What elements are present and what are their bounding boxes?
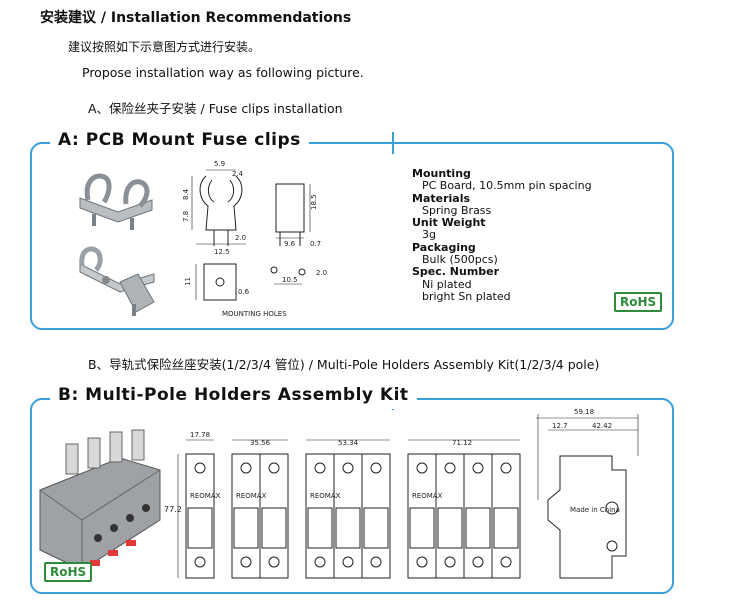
spec-value-mounting: PC Board, 10.5mm pin spacing — [422, 179, 592, 193]
rohs-badge-a: RoHS — [614, 292, 663, 312]
panel-b — [30, 398, 674, 594]
height-dim: 77.2 — [164, 505, 182, 514]
width-4-pole: 71.12 — [452, 439, 472, 447]
spec-key-packaging: Packaging — [412, 240, 476, 254]
panel-a-bracket-right — [392, 132, 394, 154]
dim-10-5: 10.5 — [282, 276, 298, 284]
panel-b-title: B: Multi-Pole Holders Assembly Kit — [58, 385, 409, 405]
dim-9-6: 9.6 — [284, 240, 296, 248]
panel-a — [30, 142, 674, 330]
dim-7-8: 7.8 — [182, 211, 190, 222]
brand-label-2: REOMAX — [236, 492, 267, 500]
side-dim-42-42: 42.42 — [592, 422, 612, 430]
page-title: 安装建议 / Installation Recommendations — [40, 10, 352, 26]
holder-assembly-photo — [39, 429, 161, 571]
panel-b-tab: B: Multi-Pole Holders Assembly Kit — [50, 385, 417, 409]
holder-3-pole — [305, 439, 391, 579]
dim-2-0-b: 2.0 — [316, 269, 327, 277]
rohs-badge-b: RoHS — [44, 562, 93, 582]
spec-value-weight: 3g — [422, 228, 436, 242]
dim-11: 11 — [184, 277, 192, 286]
width-1-pole: 17.78 — [190, 431, 210, 439]
dim-0-7: 0.7 — [310, 240, 321, 248]
mounting-holes-drawing — [195, 263, 306, 301]
dim-0-6: 0.6 — [238, 288, 250, 296]
dim-18-5: 18.5 — [310, 194, 318, 210]
section-a-label: A、保险丝夹子安装 / Fuse clips installation — [88, 101, 343, 116]
dim-5-9: 5.9 — [214, 160, 225, 168]
spec-list: Mounting PC Board, 10.5mm pin spacing Ma… — [412, 167, 592, 303]
holder-4-pole — [407, 439, 521, 579]
holder-side-drawing — [536, 414, 639, 579]
brand-label-3: REOMAX — [310, 492, 341, 500]
holder-2-pole — [231, 439, 289, 579]
panel-a-tab: A: PCB Mount Fuse clips — [50, 130, 309, 154]
side-dim-59-18: 59.18 — [574, 408, 594, 416]
fuse-clip-photo-1 — [79, 173, 153, 230]
spec-value-packaging: Bulk (500pcs) — [422, 253, 498, 267]
brand-label-1: REOMAX — [190, 492, 221, 500]
clip-side-drawing — [275, 183, 311, 246]
en-note: Propose installation way as following pi… — [82, 65, 364, 80]
dim-8-4: 8.4 — [182, 188, 190, 200]
spec-key-materials: Materials — [412, 191, 471, 205]
clip-front-drawing — [191, 169, 246, 246]
dim-12-5: 12.5 — [214, 248, 230, 256]
holder-1-pole — [177, 439, 215, 579]
fuse-clip-photo-2 — [79, 246, 155, 316]
width-3-pole: 53.34 — [338, 439, 359, 447]
spec-value-sn: bright Sn plated — [422, 289, 511, 303]
brand-label-4: REOMAX — [412, 492, 443, 500]
mounting-holes-label: MOUNTING HOLES — [222, 310, 287, 318]
spec-value-materials: Spring Brass — [422, 203, 492, 217]
section-b-label: B、导轨式保险丝座安装(1/2/3/4 管位) / Multi-Pole Hol… — [88, 357, 600, 372]
cn-note: 建议按照如下示意图方式进行安装。 — [68, 40, 261, 54]
made-in-label: Made in China — [570, 506, 620, 514]
spec-key-spec-number: Spec. Number — [412, 265, 500, 279]
panel-a-title: A: PCB Mount Fuse clips — [58, 130, 301, 150]
spec-value-ni: Ni plated — [422, 277, 472, 291]
dim-2-0: 2.0 — [235, 234, 246, 242]
spec-key-mounting: Mounting — [412, 167, 471, 180]
width-2-pole: 35.56 — [250, 439, 271, 447]
dim-2-4: 2.4 — [232, 170, 244, 178]
side-dim-12-7: 12.7 — [552, 422, 568, 430]
spec-key-weight: Unit Weight — [412, 216, 486, 230]
